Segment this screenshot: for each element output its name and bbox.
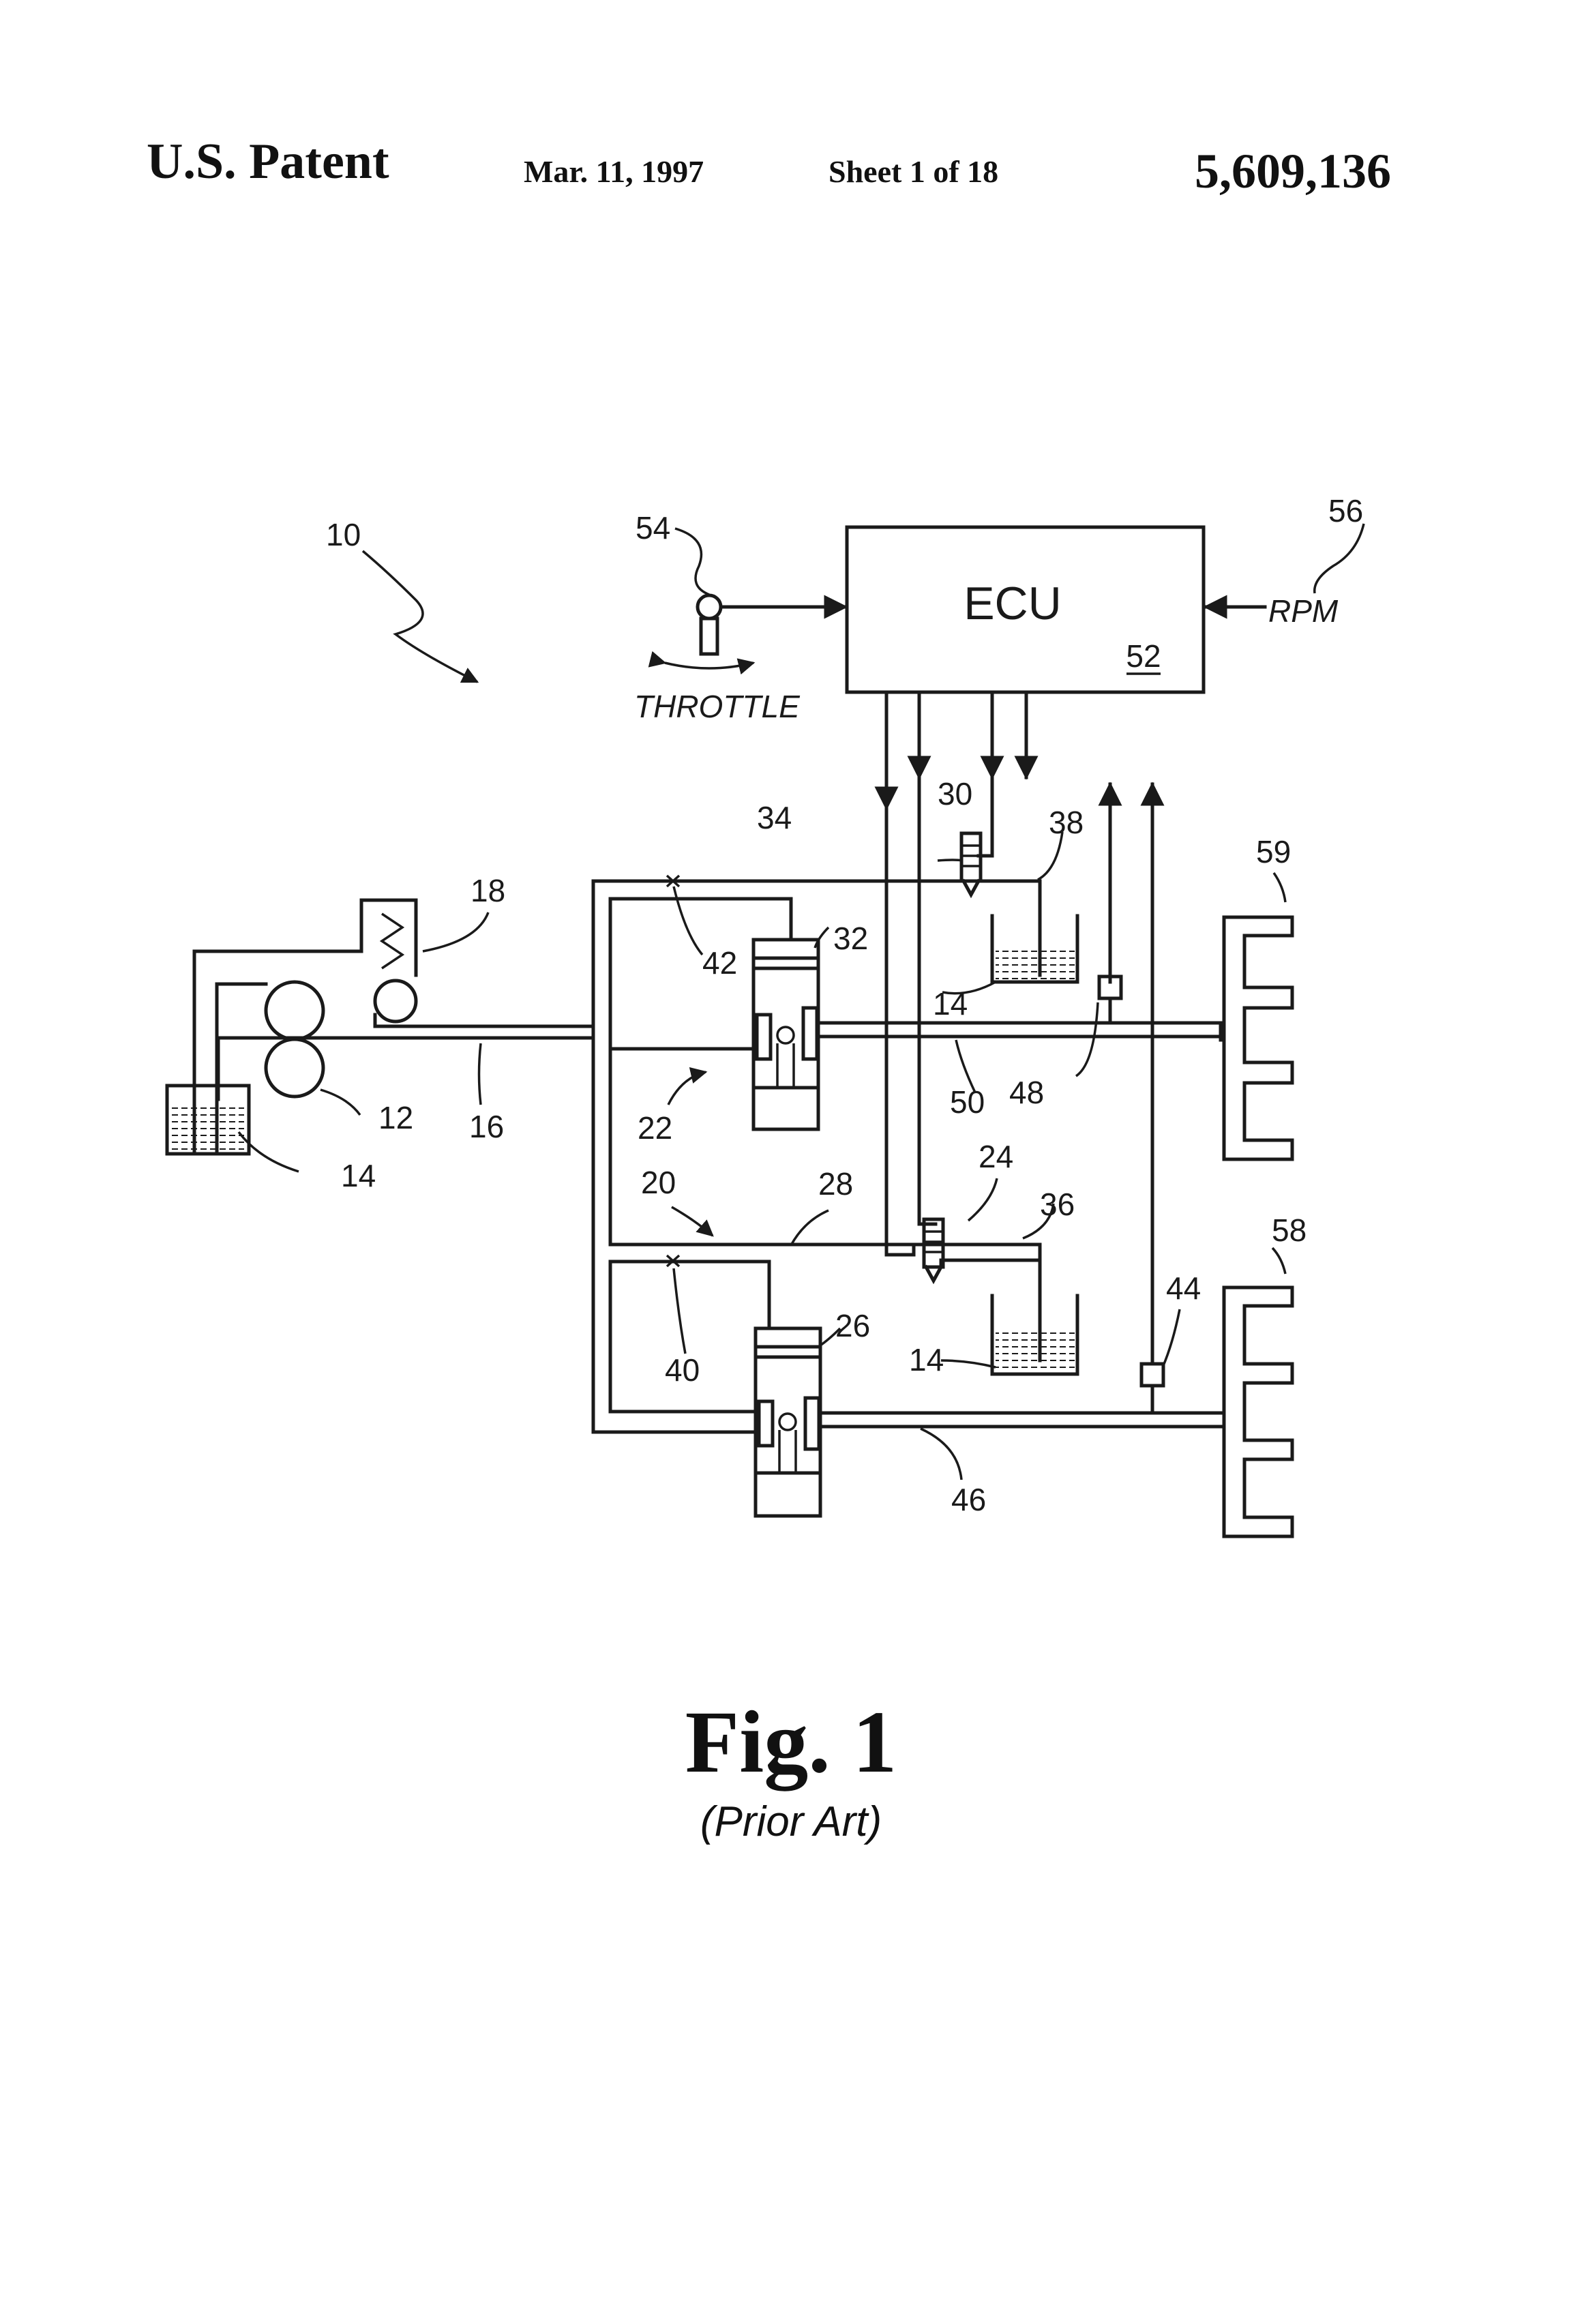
- rpm-input: RPM: [1203, 593, 1339, 629]
- solenoid-valve-24: [922, 1217, 945, 1285]
- sheet-number: Sheet 1 of 18: [829, 154, 999, 189]
- ref-40: 40: [665, 1352, 700, 1388]
- ref-36: 36: [1040, 1187, 1075, 1222]
- patent-title: U.S. Patent: [147, 134, 389, 190]
- manifold-59: [1222, 915, 1294, 1161]
- ref-58: 58: [1272, 1212, 1307, 1248]
- figure-note: (Prior Art): [700, 1798, 882, 1845]
- ref-50: 50: [950, 1084, 985, 1120]
- ref-54: 54: [636, 510, 670, 546]
- ref-12: 12: [378, 1100, 413, 1135]
- ref-18: 18: [471, 873, 505, 908]
- rpm-label: RPM: [1268, 593, 1339, 629]
- supply-manifold: [591, 879, 1042, 1434]
- ecu-block: ECU 52: [845, 525, 1206, 694]
- ref-32: 32: [833, 921, 868, 956]
- ref-59: 59: [1256, 834, 1291, 869]
- orifices: [666, 874, 681, 1268]
- pump-assembly: [165, 898, 595, 1156]
- ecu-ref-label: 52: [1126, 638, 1161, 674]
- ecu-signal-lines: [874, 692, 1165, 1366]
- cylinder-upper: [751, 938, 820, 1131]
- leader-lines: [237, 523, 1365, 1480]
- ref-30: 30: [938, 776, 972, 811]
- ref-16: 16: [469, 1109, 504, 1144]
- tank-38: [987, 879, 1079, 984]
- throttle-sensor: THROTTLE: [634, 593, 848, 724]
- ref-56: 56: [1328, 493, 1363, 528]
- ref-14-upper: 14: [933, 986, 968, 1022]
- patent-date: Mar. 11, 1997: [524, 154, 704, 189]
- output-line-50: [816, 974, 1223, 1042]
- tank-36: [939, 1258, 1079, 1376]
- ref-34: 34: [757, 800, 792, 835]
- ref-38: 38: [1049, 805, 1084, 840]
- solenoid-valve-30: [959, 831, 983, 899]
- patent-number: 5,609,136: [1195, 144, 1391, 198]
- figure-caption: Fig. 1: [685, 1693, 897, 1791]
- ref-48: 48: [1009, 1075, 1044, 1110]
- cylinder-lower: [753, 1326, 822, 1518]
- ecu-label: ECU: [964, 578, 1062, 629]
- ref-22: 22: [638, 1110, 672, 1146]
- ref-10: 10: [326, 517, 361, 552]
- ref-26: 26: [835, 1308, 870, 1343]
- throttle-label: THROTTLE: [634, 689, 801, 724]
- reference-numerals: 10 54 56 18 34 30 38 59 32 42 14 12 16 2…: [326, 493, 1363, 1517]
- ref-14-lower: 14: [909, 1342, 944, 1377]
- ref-28: 28: [818, 1166, 853, 1202]
- ref-46: 46: [951, 1482, 986, 1517]
- ref-14-left: 14: [341, 1158, 376, 1193]
- ref-20: 20: [641, 1165, 676, 1200]
- ref-44: 44: [1166, 1270, 1201, 1306]
- manifold-58: [1222, 1285, 1294, 1538]
- ref-42: 42: [702, 945, 737, 981]
- output-line-46: [818, 1362, 1224, 1429]
- ref-24: 24: [979, 1139, 1013, 1174]
